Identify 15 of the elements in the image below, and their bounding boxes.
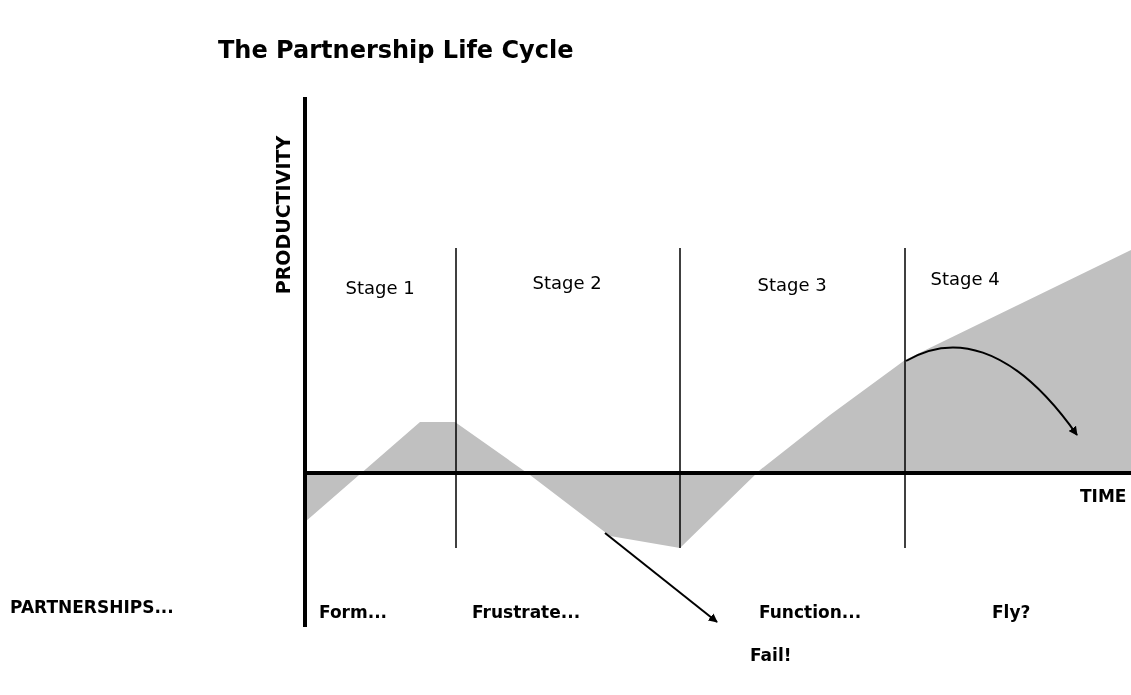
row-heading: PARTNERSHIPS... [10,597,174,617]
phase-label: Frustrate... [472,602,581,622]
phase-label: Fly? [992,602,1031,622]
shaded-area [305,250,1131,548]
stage-label: Stage 1 [345,276,415,298]
axis-title: PRODUCTIVITY [272,135,295,295]
axis-title: TIME [1080,486,1127,506]
arrow [604,532,718,623]
stage-label: Stage 4 [930,267,1000,289]
phase-label: Function... [759,602,862,622]
diagram-title: The Partnership Life Cycle [218,36,574,64]
phase-label: Form... [319,602,388,622]
outcome-label: Fail! [750,645,792,665]
stage-label: Stage 2 [532,271,602,293]
stage-label: Stage 3 [757,273,827,295]
